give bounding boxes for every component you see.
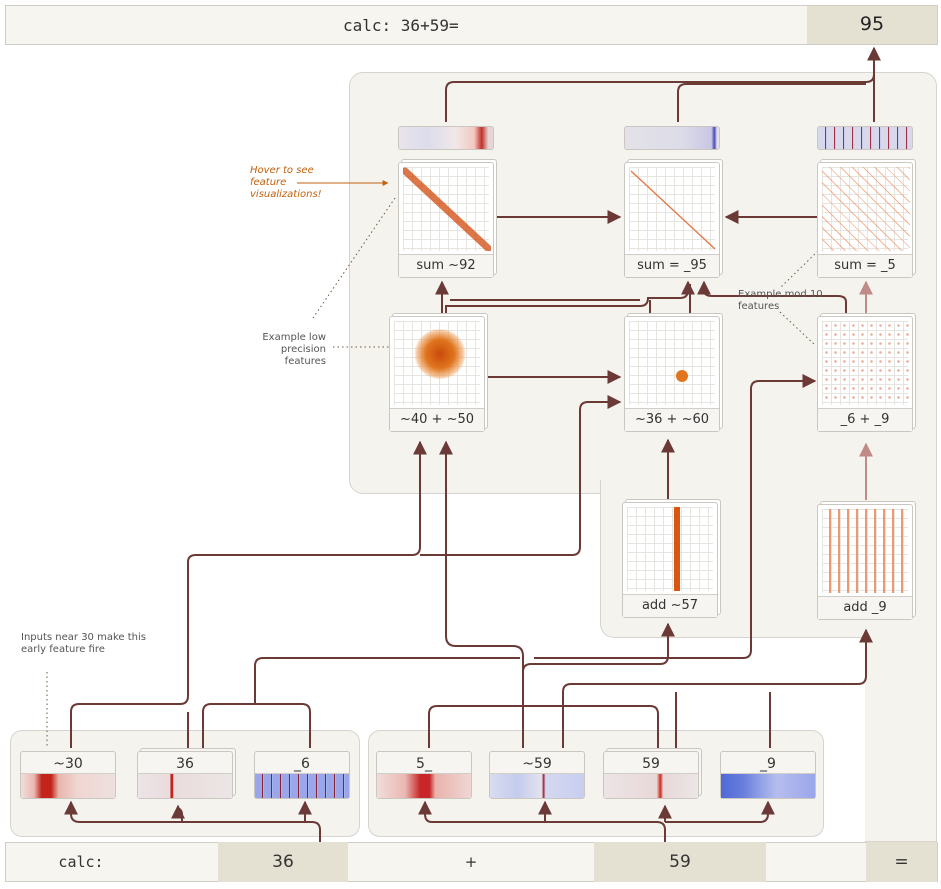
sum-95-activation-strip[interactable] [624, 126, 720, 150]
add-9-label: add _9 [818, 596, 912, 619]
prompt-operand-a[interactable]: 36 [218, 842, 348, 882]
sum-5-diagonal-pattern [822, 167, 910, 251]
inputs-annotation: Inputs near 30 make this early feature f… [21, 632, 146, 655]
sum-95-label: sum = _95 [625, 254, 719, 277]
input-ones-9[interactable]: _9 [720, 751, 816, 799]
sum-95-node[interactable]: sum = _95 [624, 162, 720, 278]
mod10-dot-pattern [822, 321, 910, 405]
prompt-prefix: calc: [58, 853, 104, 871]
add-57-label: add ~57 [623, 594, 717, 617]
mid-feature-plot [629, 321, 715, 405]
add-57-vertical-band [674, 507, 680, 591]
add-57-feature-plot [627, 507, 713, 591]
mod10-node[interactable]: _6 + _9 [817, 316, 913, 432]
input-ones-6-label: _6 [294, 756, 310, 772]
input-approx-30[interactable]: ~30 [20, 751, 116, 799]
output-answer: 95 [807, 6, 937, 44]
input-tens-5-label: 5_ [416, 756, 432, 772]
prompt-operand-b[interactable]: 59 [594, 842, 766, 882]
input-tens-5-strip [377, 773, 471, 798]
sum-5-node[interactable]: sum = _5 [817, 162, 913, 278]
input-approx-59-label: ~59 [522, 756, 552, 772]
sum-5-activation-strip[interactable] [817, 126, 913, 150]
input-ones-9-strip [721, 773, 815, 798]
mid-label: ~36 + ~60 [625, 408, 719, 431]
input-exact-59-label: 59 [642, 756, 660, 772]
mid-blob [676, 370, 688, 382]
prompt-operator[interactable]: + [464, 853, 478, 871]
input-approx-30-strip [21, 773, 115, 798]
low-precision-label: ~40 + ~50 [390, 408, 484, 431]
sum-92-label: sum ~92 [399, 254, 493, 277]
sum-92-diagonal-band [403, 167, 491, 251]
input-approx-30-label: ~30 [53, 756, 83, 772]
low-precision-blob [414, 329, 466, 379]
input-exact-59[interactable]: 59 [603, 751, 699, 799]
add-57-node[interactable]: add ~57 [622, 502, 718, 618]
low-precision-annotation: Example low precision features [262, 332, 326, 367]
input-ones-6-strip [255, 773, 349, 798]
output-prompt: calc: 36+59= [343, 16, 459, 35]
input-exact-36-label: 36 [176, 756, 194, 772]
input-exact-59-strip [604, 773, 698, 798]
output-bar: calc: 36+59= 95 [5, 5, 938, 45]
input-ones-6[interactable]: _6 [254, 751, 350, 799]
mid-node[interactable]: ~36 + ~60 [624, 316, 720, 432]
input-ones-9-label: _9 [760, 756, 776, 772]
mod10-label: _6 + _9 [818, 408, 912, 431]
prompt-equals[interactable]: = [866, 842, 937, 882]
prompt-bar [5, 842, 938, 882]
mod10-annotation: Example mod 10 features [738, 289, 823, 312]
sum-92-node[interactable]: sum ~92 [398, 162, 494, 278]
input-approx-59-strip [490, 773, 584, 798]
sum-95-diagonal-line [630, 170, 716, 250]
add-9-node[interactable]: add _9 [817, 504, 913, 620]
sum-92-activation-strip[interactable] [398, 126, 494, 150]
input-tens-5[interactable]: 5_ [376, 751, 472, 799]
sum-5-label: sum = _5 [818, 254, 912, 277]
low-precision-node[interactable]: ~40 + ~50 [389, 316, 485, 432]
add-9-vertical-stripes [822, 509, 910, 593]
input-exact-36-strip [138, 773, 232, 798]
hover-annotation: Hover to see feature visualizations! [250, 165, 322, 200]
output-answer-value: 95 [859, 13, 885, 35]
input-approx-59[interactable]: ~59 [489, 751, 585, 799]
input-exact-36[interactable]: 36 [137, 751, 233, 799]
